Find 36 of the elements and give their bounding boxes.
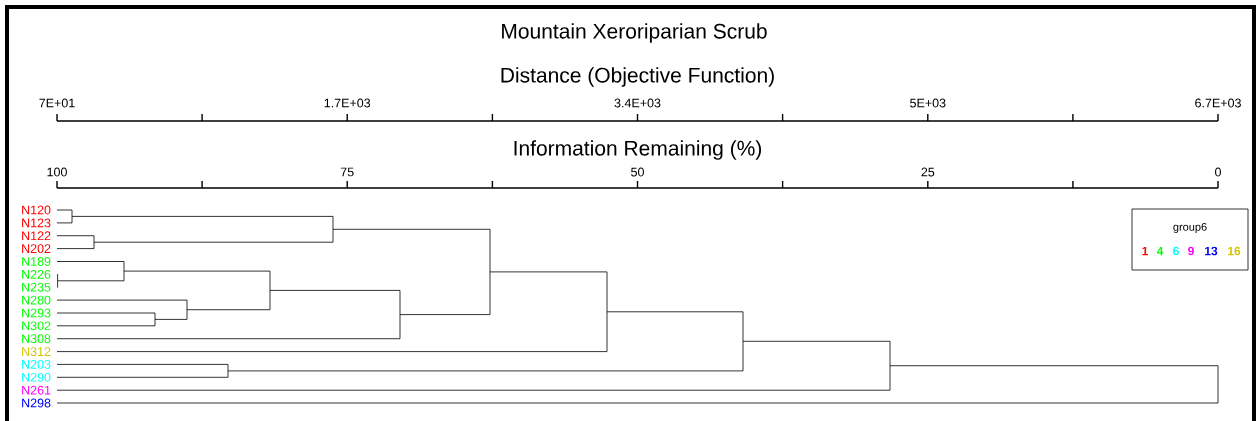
leaf-label: N202 xyxy=(22,244,51,254)
leaf-label: N298 xyxy=(22,398,51,408)
tick-label: 3.4E+03 xyxy=(614,98,661,108)
legend-entry: 4 xyxy=(1156,246,1164,256)
chart-title: Mountain Xeroriparian Scrub xyxy=(502,23,767,43)
legend-entry: 6 xyxy=(1173,246,1179,256)
tick-label: 75 xyxy=(340,167,354,177)
tick-label: 7E+01 xyxy=(39,98,75,108)
leaf-label: N122 xyxy=(22,231,51,241)
leaf-label: N293 xyxy=(22,308,51,318)
leaf-label: N203 xyxy=(22,360,51,369)
legend-entry: 1 xyxy=(1142,246,1148,256)
leaf-label: N235 xyxy=(22,282,51,292)
leaf-label: N308 xyxy=(22,334,51,344)
leaf-label: N189 xyxy=(22,257,51,266)
tick-label: 6.7E+03 xyxy=(1195,98,1241,108)
leaf-label: N312 xyxy=(22,347,51,357)
legend-entry: 13 xyxy=(1205,246,1218,256)
tick-label: 1.7E+03 xyxy=(324,98,371,108)
legend-title: group6 xyxy=(1173,223,1207,233)
leaf-label: N226 xyxy=(22,270,51,279)
legend-entry: 9 xyxy=(1188,246,1194,256)
tick-label: 25 xyxy=(921,167,935,177)
legend-entry: 16 xyxy=(1228,246,1241,256)
leaf-label: N123 xyxy=(22,218,51,228)
leaf-label: N280 xyxy=(22,295,51,305)
tick-label: 100 xyxy=(47,167,67,177)
tick-label: 50 xyxy=(631,167,644,177)
axis-title: Information Remaining (%) xyxy=(514,140,762,160)
leaf-label: N261 xyxy=(22,385,51,395)
leaf-label: N120 xyxy=(22,205,51,215)
tick-label: 0 xyxy=(1215,167,1221,177)
leaf-label: N290 xyxy=(22,372,51,382)
leaf-label: N302 xyxy=(22,321,51,331)
tick-label: 5E+03 xyxy=(910,98,946,108)
axis-title: Distance (Objective Function) xyxy=(501,67,774,87)
